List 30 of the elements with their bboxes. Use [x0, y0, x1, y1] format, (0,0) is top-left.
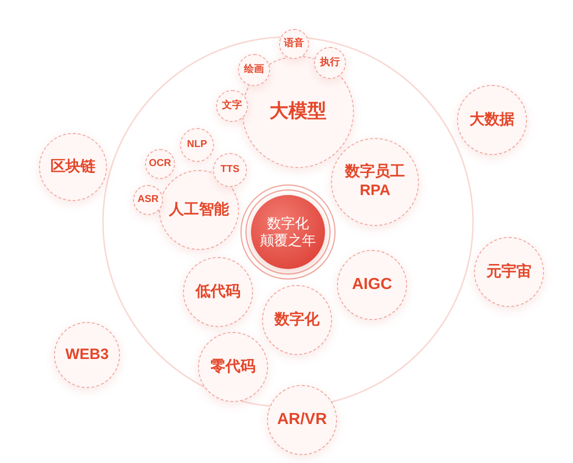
bubble-label: 低代码: [196, 282, 240, 302]
bubble-label: 绘画: [244, 64, 264, 76]
bubble-label: OCR: [148, 158, 172, 170]
bubble-label: 执行: [320, 56, 340, 70]
subtopic-bubble: [314, 47, 346, 79]
bubble-label: 元宇宙: [486, 262, 532, 282]
bubble-label: 数字化颠覆之年: [260, 214, 316, 250]
bubble-label: 零代码: [210, 358, 256, 376]
bubble-label: 大模型: [270, 100, 326, 124]
subtopic-bubble: [213, 153, 247, 187]
bubble-label: 数字化: [274, 310, 320, 330]
bubble-label: WEB3: [65, 346, 109, 364]
center-circle: [251, 195, 325, 269]
subtopic-bubble: [180, 128, 214, 162]
bubble-label: 文字: [222, 100, 242, 112]
bubble-label: ASR: [137, 194, 159, 206]
subtopic-bubble: [133, 185, 163, 215]
bubble-label: 语音: [284, 38, 304, 50]
bubble-label: 数字员工RPA: [345, 163, 405, 201]
subtopic-bubble: [216, 90, 248, 122]
bubble-label: 大数据: [470, 110, 514, 130]
bubble-label: TTS: [220, 164, 240, 176]
subtopic-bubble: [145, 149, 175, 179]
bubble-label: AIGC: [352, 275, 392, 295]
bubble-label: NLP: [187, 138, 207, 152]
bubble-label: AR/VR: [277, 410, 327, 430]
bubble-label: 人工智能: [169, 200, 229, 220]
subtopic-bubble: [238, 54, 270, 86]
bubble-label: 区块链: [50, 158, 96, 176]
subtopic-bubble: [279, 29, 309, 59]
